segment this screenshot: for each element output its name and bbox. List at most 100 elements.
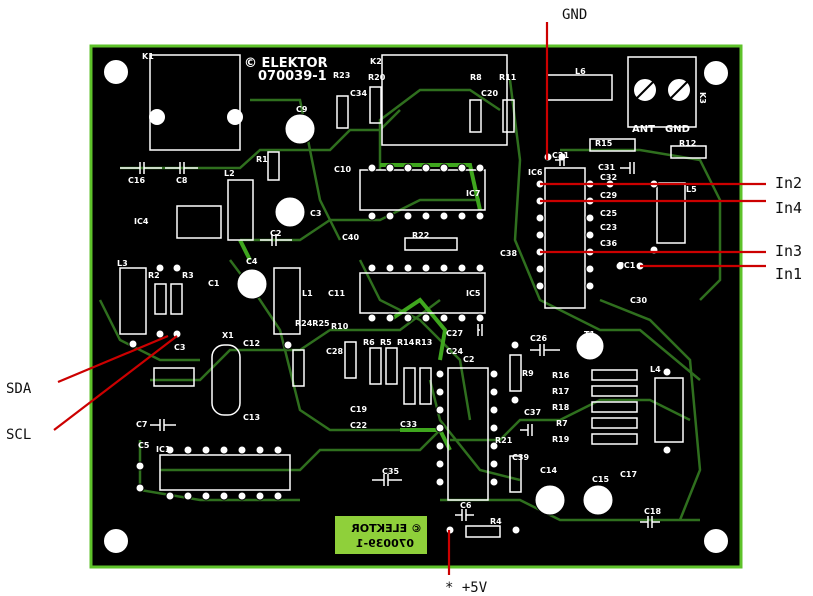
- label-IC7: IC7: [466, 189, 480, 198]
- badge-line1: © ELEKTOR: [351, 522, 422, 535]
- label-C18: C18: [644, 507, 661, 516]
- label-C12: C12: [243, 339, 260, 348]
- label-C34: C34: [350, 89, 367, 98]
- label-R1: R1: [256, 155, 268, 164]
- label-in2: In2: [775, 174, 803, 192]
- label-C40: C40: [342, 233, 359, 242]
- signal-wires: [53, 22, 766, 575]
- label-in1: In1: [775, 265, 803, 283]
- label-C29: C29: [600, 191, 617, 200]
- label-C5: C5: [138, 441, 150, 450]
- label-R10: R10: [331, 322, 349, 331]
- label-C7: C7: [136, 420, 147, 429]
- label-C21: C21: [552, 151, 569, 160]
- ext-connector: [632, 77, 692, 103]
- label-R14: R14: [397, 338, 415, 347]
- label-C20: C20: [481, 89, 498, 98]
- label-R6: R6: [363, 338, 375, 347]
- label-in3: In3: [775, 242, 803, 260]
- label-R18: R18: [552, 403, 570, 412]
- small-capacitors: [120, 154, 660, 528]
- label-R21: R21: [495, 436, 513, 445]
- label-R4: R4: [490, 517, 502, 526]
- label-IC1: IC1: [156, 445, 171, 454]
- label-K2: K2: [370, 57, 382, 66]
- label-L1: L1: [302, 289, 313, 298]
- label-C26: C26: [530, 334, 547, 343]
- label-C4: C4: [246, 257, 258, 266]
- label-C32: C32: [600, 173, 617, 182]
- label-C27: C27: [446, 329, 463, 338]
- label-L4: L4: [650, 365, 661, 374]
- label-IC6: IC6: [528, 168, 543, 177]
- label-C6: C6: [460, 501, 472, 510]
- label-in4: In4: [775, 199, 803, 217]
- label-GND: GND: [665, 124, 690, 135]
- label-C3: C3: [310, 209, 321, 218]
- label-C17: C17: [620, 470, 637, 479]
- label-sda: SDA: [6, 381, 32, 397]
- silk-labels: K1 K2 R23 R20 R8 R11 L6 K3 C34 C20 C9 AN…: [117, 52, 707, 526]
- label-R22: R22: [412, 231, 429, 240]
- label-C2: C2: [270, 229, 281, 238]
- label-R20: R20: [368, 73, 386, 82]
- label-C35: C35: [382, 467, 399, 476]
- board-title: © ELEKTOR: [244, 56, 328, 71]
- label-R17: R17: [552, 387, 569, 396]
- label-C13: C13: [243, 413, 260, 422]
- label-R7: R7: [556, 419, 568, 428]
- label-R12: R12: [679, 139, 696, 148]
- label-C36: C36: [600, 239, 617, 248]
- label-C14: C14: [540, 466, 557, 475]
- component-outlines: [119, 54, 707, 538]
- label-gnd-top: GND: [562, 7, 588, 23]
- pcb-board: [89, 44, 743, 569]
- label-R23: R23: [333, 71, 350, 80]
- label-scl: SCL: [6, 427, 32, 443]
- label-PC1: PC1: [618, 261, 636, 270]
- label-C9: C9: [296, 105, 308, 114]
- label-R3: R3: [182, 271, 194, 280]
- badge-line2: 070039-1: [356, 537, 414, 550]
- k1-pins: [149, 109, 243, 125]
- label-C31: C31: [598, 163, 615, 172]
- label-C15: C15: [592, 475, 609, 484]
- label-R8: R8: [470, 73, 482, 82]
- label-R11: R11: [499, 73, 517, 82]
- label-R16: R16: [552, 371, 570, 380]
- label-C24: C24: [446, 347, 463, 356]
- electrolytic-capacitors: [236, 113, 614, 516]
- board-badge: [335, 516, 427, 554]
- label-ANT: ANT: [632, 124, 655, 135]
- label-R15: R15: [595, 139, 613, 148]
- label-R9: R9: [522, 369, 534, 378]
- label-C30: C30: [630, 296, 647, 305]
- label-K3: K3: [698, 92, 707, 104]
- label-K1: K1: [142, 52, 154, 61]
- label-R24R25: R24R25: [295, 319, 330, 328]
- label-C23: C23: [600, 223, 617, 232]
- label-C3b: C3: [174, 343, 185, 352]
- label-C16: C16: [128, 176, 145, 185]
- label-L2: L2: [224, 169, 235, 178]
- label-IC4: IC4: [134, 217, 149, 226]
- label-R13: R13: [415, 338, 432, 347]
- label-L5: L5: [686, 185, 697, 194]
- label-C2b: C2: [463, 355, 474, 364]
- label-C10: C10: [334, 165, 351, 174]
- label-C19: C19: [350, 405, 367, 414]
- board-code: 070039-1: [258, 69, 327, 84]
- label-C38: C38: [500, 249, 517, 258]
- label-C8: C8: [176, 176, 188, 185]
- label-C39: C39: [512, 453, 529, 462]
- label-R2: R2: [148, 271, 160, 280]
- label-C22: C22: [350, 421, 367, 430]
- badge-text: © ELEKTOR 070039-1: [351, 522, 422, 550]
- label-C33: C33: [400, 420, 417, 429]
- label-C28: C28: [326, 347, 343, 356]
- label-X1: X1: [222, 331, 234, 340]
- label-C37: C37: [524, 408, 541, 417]
- label-C25: C25: [600, 209, 617, 218]
- label-R5: R5: [380, 338, 392, 347]
